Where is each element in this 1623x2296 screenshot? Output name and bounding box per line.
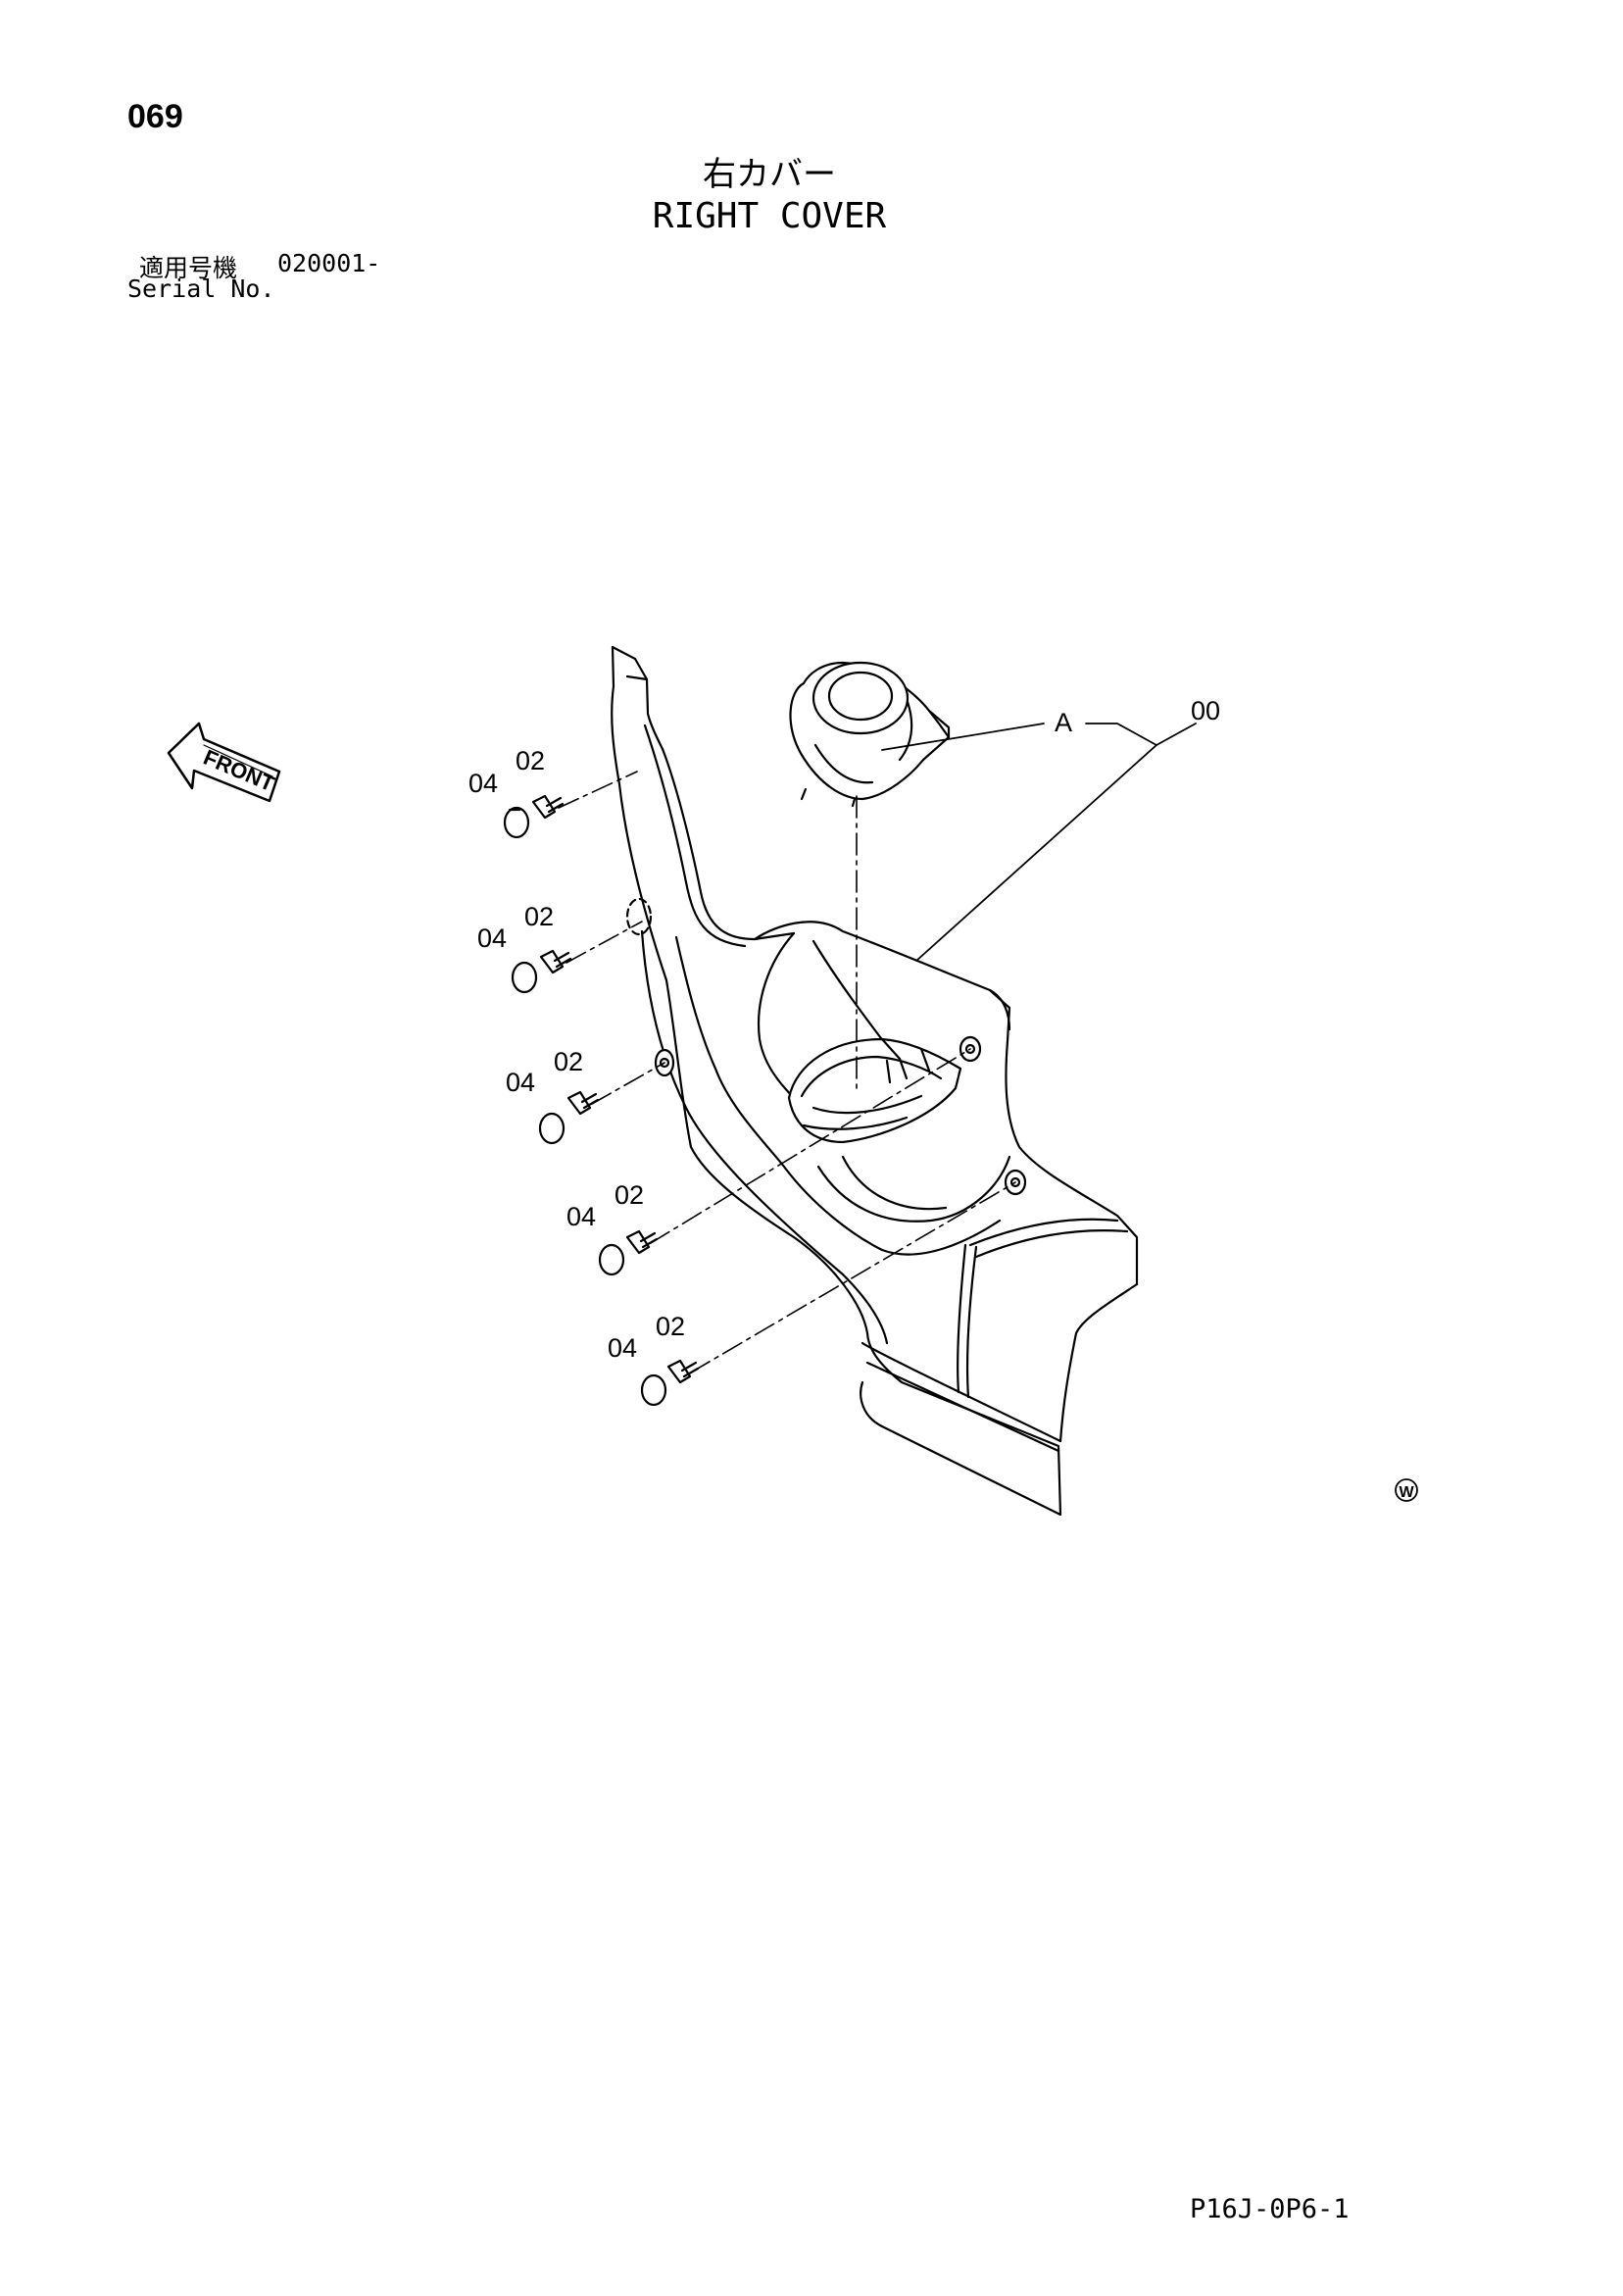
bolt-02-b	[539, 949, 572, 974]
callout-02: 02	[554, 1047, 583, 1076]
w-mark-label: W	[1399, 1484, 1414, 1501]
callout-02: 02	[524, 902, 554, 931]
serial-range: 020001-	[277, 249, 381, 277]
cap-04-b	[511, 961, 538, 994]
right-cover-panel	[611, 645, 1139, 1517]
callout-04: 04	[468, 769, 498, 798]
page-title-japanese: 右カバー	[703, 155, 836, 194]
callout-02: 02	[656, 1312, 685, 1341]
callout-04: 04	[477, 923, 507, 953]
cap-04-c	[538, 1112, 566, 1145]
bolt-02-c	[566, 1090, 600, 1116]
serial-label: Serial No.	[127, 275, 275, 303]
callout-04: 04	[566, 1202, 596, 1231]
w-mark-icon	[1395, 1478, 1418, 1502]
callout-02: 02	[615, 1180, 644, 1210]
bolt-02-d	[625, 1229, 659, 1255]
cup-holder-part	[789, 661, 951, 808]
callout-04: 04	[506, 1068, 535, 1097]
page-number: 069	[127, 98, 183, 135]
callout-02: 02	[516, 746, 545, 775]
front-arrow-icon: FRONT	[167, 722, 281, 803]
cap-04-a	[503, 806, 530, 839]
callout-04: 04	[608, 1333, 637, 1363]
bolt-02-a	[531, 794, 565, 820]
cap-04-d	[598, 1243, 625, 1276]
assembly-lines	[558, 771, 1016, 1373]
page-title: RIGHT COVER	[652, 196, 887, 236]
callout-00: 00	[1191, 696, 1220, 725]
bolt-02-e	[666, 1359, 700, 1384]
leader-lines	[881, 723, 1197, 962]
serial-label-japanese: 適用号機	[139, 254, 238, 282]
cap-04-e	[640, 1373, 667, 1407]
callout-a: A	[1055, 708, 1072, 737]
document-code: P16J-0P6-1	[1190, 2194, 1350, 2224]
